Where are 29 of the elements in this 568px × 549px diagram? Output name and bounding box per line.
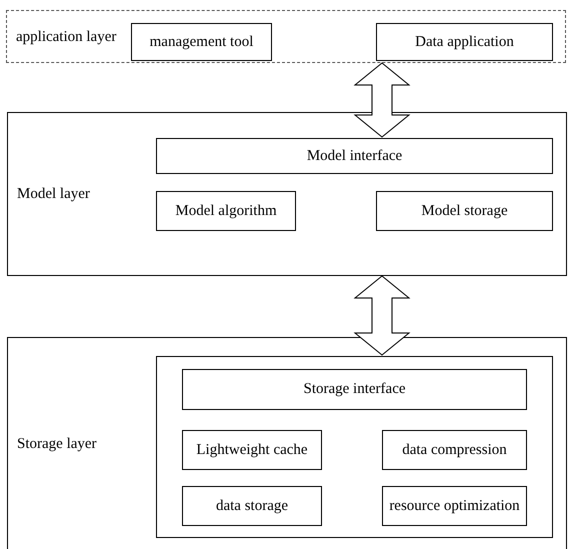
layer-box — [6, 10, 566, 63]
module-box — [376, 191, 553, 231]
module-label: data compression — [401, 442, 508, 458]
module-label: management tool — [148, 34, 254, 50]
layer-box — [7, 112, 567, 276]
module-label: Model interface — [306, 148, 404, 164]
module-box — [376, 23, 553, 61]
module-box — [156, 191, 296, 231]
module-label: resource optimization — [388, 498, 521, 514]
module-box — [182, 369, 527, 410]
module-box — [182, 486, 322, 526]
module-label: data storage — [214, 498, 290, 514]
double-arrow — [354, 275, 410, 356]
layer-label: Model layer — [17, 184, 90, 204]
layer-label: Storage layer — [17, 434, 97, 454]
module-label: Lightweight cache — [195, 442, 309, 458]
module-box — [382, 486, 527, 526]
module-box — [131, 23, 272, 61]
layer-label: application layer — [16, 27, 116, 46]
module-box — [382, 430, 527, 470]
container-box — [156, 356, 553, 538]
module-label: Storage interface — [302, 381, 407, 398]
module-box — [182, 430, 322, 470]
double-arrow — [354, 62, 410, 138]
module-label: Data application — [414, 34, 515, 50]
module-label: Model storage — [420, 202, 509, 220]
layer-box — [7, 337, 567, 549]
module-box — [156, 138, 553, 174]
module-label: Model algorithm — [174, 202, 278, 220]
